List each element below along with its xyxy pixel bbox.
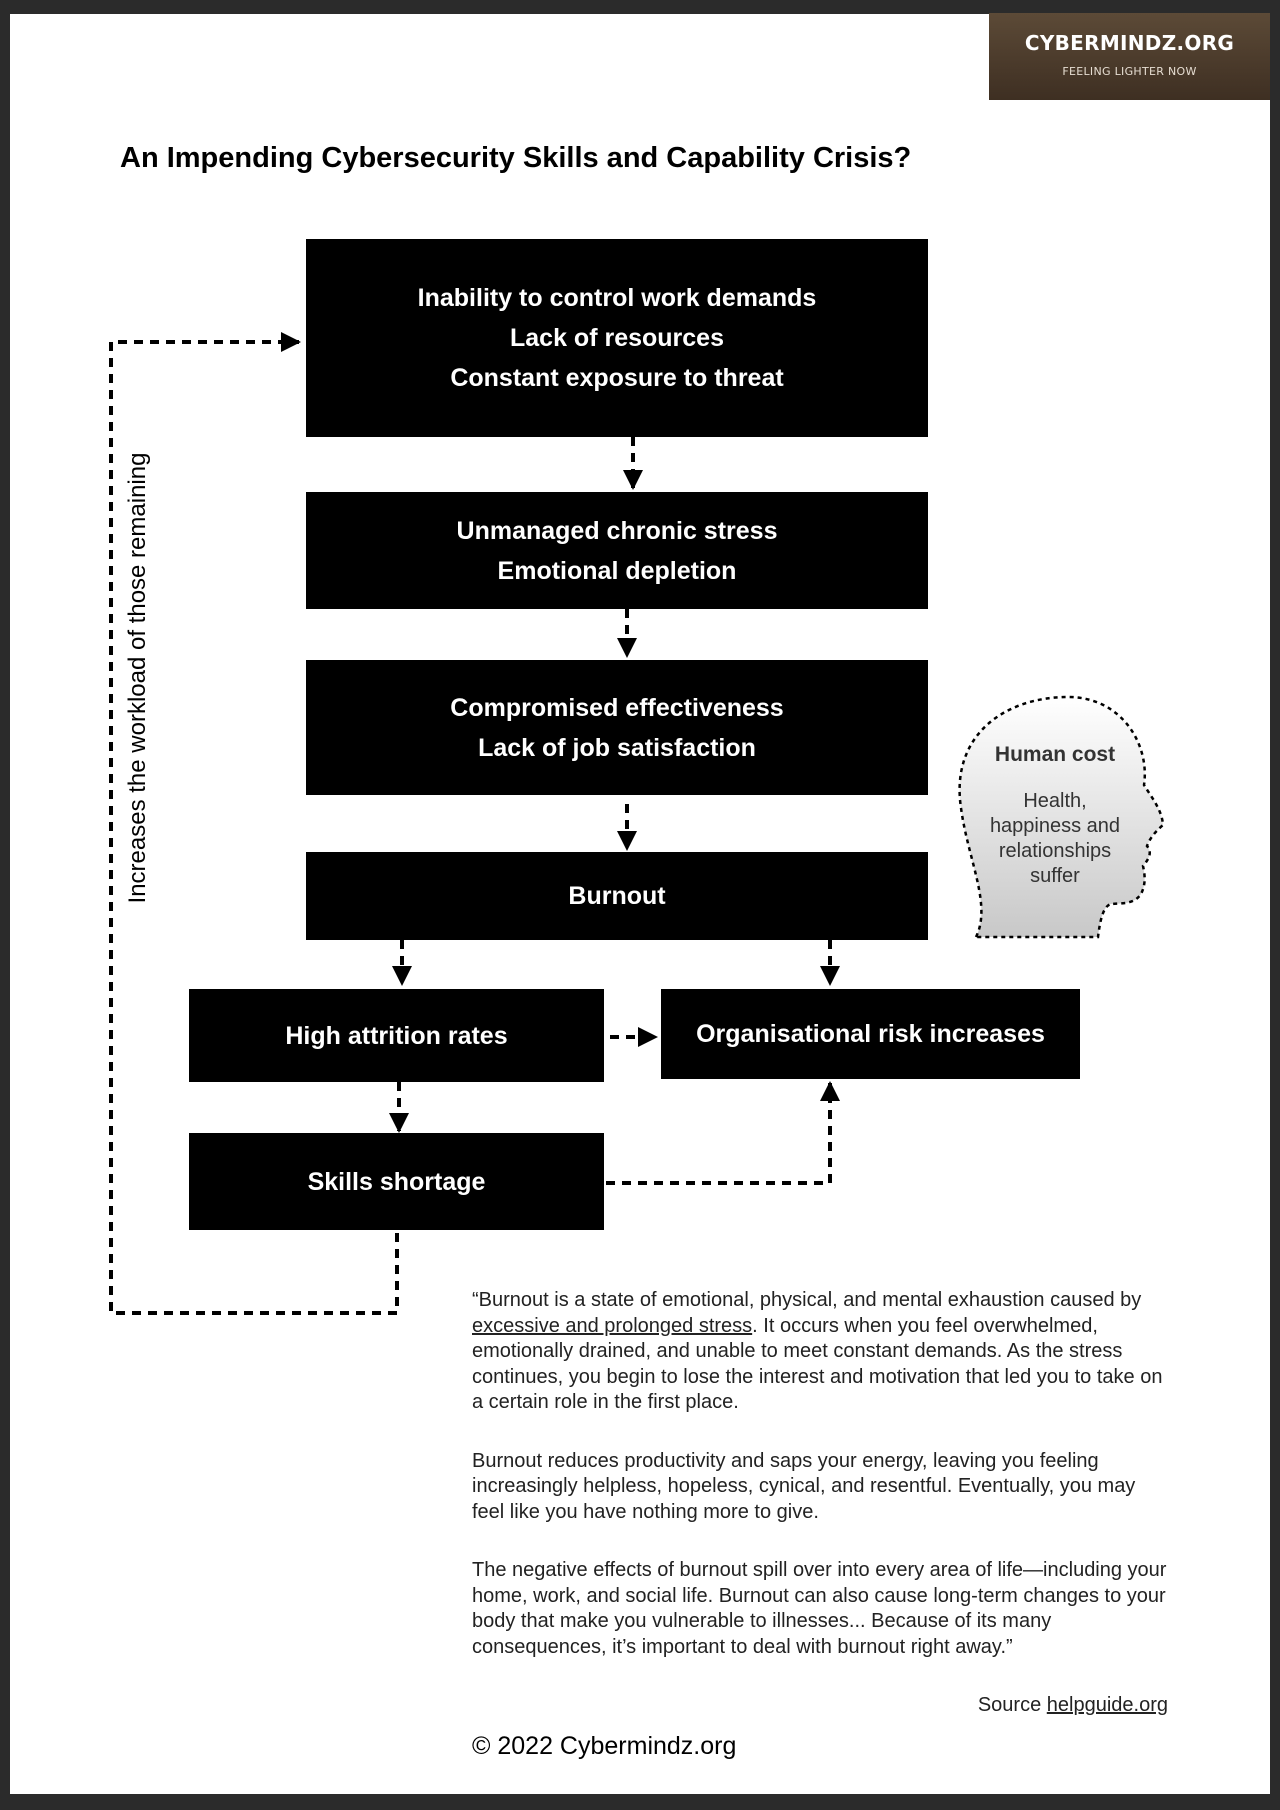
stress-line: Emotional depletion	[497, 556, 737, 585]
box-causes: Inability to control work demands Lack o…	[306, 239, 928, 437]
page-title: An Impending Cybersecurity Skills and Ca…	[120, 142, 912, 174]
source-link[interactable]: helpguide.org	[1046, 1694, 1168, 1716]
arrow-workload-loop	[109, 332, 399, 1315]
burnout-label: Burnout	[568, 882, 666, 910]
human-cost-callout: Human cost Health, happiness and relatio…	[975, 742, 1135, 889]
brand-tagline: FEELING LIGHTER NOW	[1062, 65, 1197, 78]
cause-line: Lack of resources	[510, 324, 724, 352]
quote-paragraph-2: Burnout reduces productivity and saps yo…	[472, 1449, 1136, 1523]
effectiveness-line: Compromised effectiveness	[450, 693, 784, 722]
box-attrition: High attrition rates	[189, 989, 604, 1082]
brand-logo[interactable]: CYBERMINDZ.ORG FEELING LIGHTER NOW	[989, 13, 1270, 100]
source-label: Source	[977, 1694, 1042, 1716]
attrition-label: High attrition rates	[285, 1021, 508, 1050]
stress-link[interactable]: excessive and prolonged stress	[472, 1314, 753, 1337]
human-cost-title: Human cost	[994, 743, 1116, 766]
cause-line: Constant exposure to threat	[450, 364, 784, 392]
loop-label: Increases the workload of those remainin…	[124, 452, 151, 904]
burnout-quote: “Burnout is a state of emotional, physic…	[472, 1288, 1172, 1693]
stress-line: Unmanaged chronic stress	[456, 516, 778, 545]
box-effectiveness: Compromised effectiveness Lack of job sa…	[306, 660, 928, 795]
source-line: Source helpguide.org	[978, 1694, 1168, 1717]
quote-paragraph-3: The negative effects of burnout spill ov…	[472, 1559, 1167, 1658]
human-head-silhouette	[958, 695, 1165, 939]
box-shortage: Skills shortage	[189, 1133, 604, 1230]
human-cost-text: Health, happiness and relationships suff…	[989, 790, 1121, 887]
quote-paragraph-1: “Burnout is a state of emotional, physic…	[472, 1289, 1163, 1413]
shortage-label: Skills shortage	[307, 1167, 486, 1196]
copyright: © 2022 Cybermindz.org	[472, 1732, 737, 1760]
box-burnout: Burnout	[306, 852, 928, 940]
brand-name: CYBERMINDZ.ORG	[1024, 31, 1235, 55]
cause-line: Inability to control work demands	[417, 284, 817, 312]
arrow-shortage-to-risk	[606, 1081, 840, 1185]
risk-label: Organisational risk increases	[696, 1020, 1045, 1048]
box-risk: Organisational risk increases	[661, 989, 1080, 1079]
effectiveness-line: Lack of job satisfaction	[478, 733, 756, 762]
box-stress: Unmanaged chronic stress Emotional deple…	[306, 492, 928, 609]
